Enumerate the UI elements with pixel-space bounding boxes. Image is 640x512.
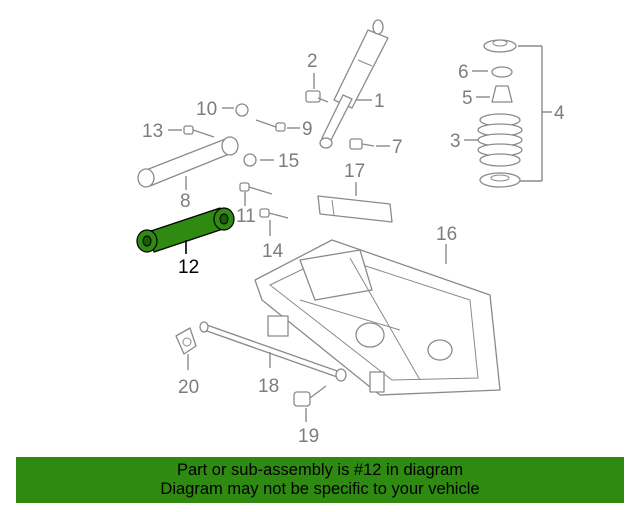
callout-4: 4: [554, 103, 565, 124]
callout-10: 10: [196, 99, 217, 120]
bolt-7: [349, 138, 375, 150]
callout-3: 3: [450, 131, 461, 152]
bolt-11: [239, 182, 273, 195]
callout-18: 18: [258, 376, 279, 397]
callout-7: 7: [392, 137, 403, 158]
callout-20: 20: [178, 377, 199, 398]
callout-19: 19: [298, 426, 319, 447]
info-banner: Part or sub-assembly is #12 in diagram D…: [16, 457, 624, 503]
banner-line-2: Diagram may not be specific to your vehi…: [160, 480, 480, 498]
callout-16: 16: [436, 224, 457, 245]
upper-control-arm-8: [137, 136, 239, 188]
callout-8: 8: [180, 191, 191, 212]
lower-spring-seat: [479, 172, 521, 188]
bolt-14: [259, 208, 289, 219]
bracket-20: [175, 327, 197, 355]
callout-17: 17: [344, 161, 365, 182]
coil-spring-3: [477, 113, 523, 167]
bolt-9: [255, 119, 286, 132]
bolt-2: [305, 90, 329, 103]
bracket-4: [518, 45, 552, 182]
callout-2: 2: [307, 51, 318, 72]
callout-13: 13: [142, 121, 163, 142]
callout-1: 1: [374, 91, 385, 112]
nut-10: [235, 103, 249, 117]
parts-diagram: 1 2 6 5 3 4: [136, 19, 565, 447]
crossmember-16: [254, 239, 501, 396]
callout-5: 5: [462, 88, 473, 109]
callout-12[interactable]: 12: [178, 257, 199, 278]
callout-9: 9: [302, 119, 313, 140]
jounce-bumper-5: [491, 85, 513, 103]
upper-spring-seat: [483, 39, 517, 53]
callout-6: 6: [458, 62, 469, 83]
callout-11: 11: [236, 206, 256, 227]
nut-15: [243, 153, 257, 167]
lower-control-arm-12[interactable]: [136, 207, 235, 253]
banner-line-1: Part or sub-assembly is #12 in diagram: [176, 461, 464, 479]
bracket-17: [317, 195, 393, 223]
shock-absorber: [319, 19, 389, 149]
bolt-19: [293, 385, 327, 407]
track-bar-18: [199, 321, 347, 382]
callout-14: 14: [262, 241, 284, 262]
spring-isolator-6: [491, 66, 513, 78]
bolt-13: [183, 125, 215, 138]
callout-15: 15: [278, 151, 299, 172]
